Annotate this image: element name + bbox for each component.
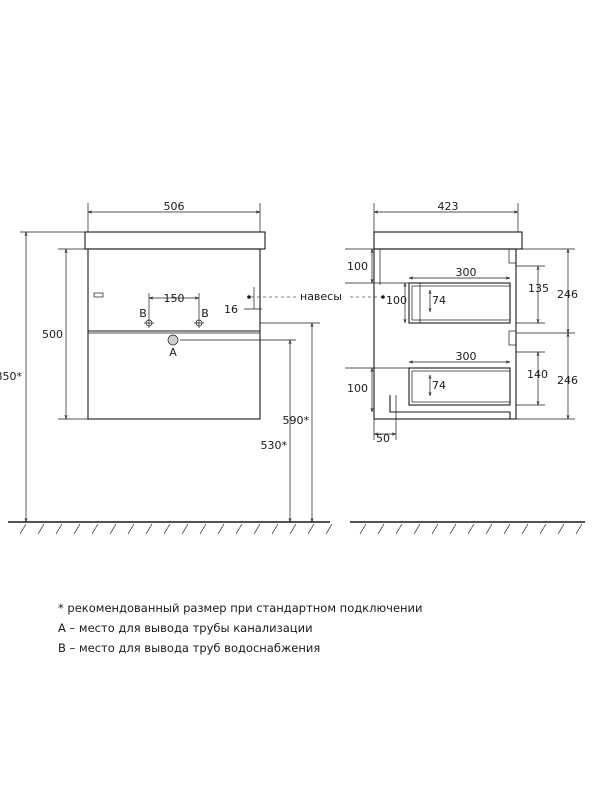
floor-hatch-mark bbox=[521, 523, 529, 535]
floor-hatch-mark bbox=[395, 523, 403, 535]
dim-upper-drawer-depth: 300 bbox=[456, 266, 477, 279]
dim-530: 530* bbox=[261, 439, 288, 452]
floor-hatch-mark bbox=[181, 523, 189, 535]
floor-hatch-mark bbox=[431, 523, 439, 535]
dim-lower-drawer-depth: 300 bbox=[456, 350, 477, 363]
floor-hatch-mark bbox=[73, 523, 81, 535]
dim-hinge-offset: 16 bbox=[224, 303, 238, 316]
pipe-a bbox=[167, 334, 179, 346]
floor-hatch-mark bbox=[359, 523, 367, 535]
floor-hatch-mark bbox=[235, 523, 243, 535]
floor-hatch-mark bbox=[413, 523, 421, 535]
dim-upper-drawer-offset: 100 bbox=[386, 294, 407, 307]
floor-hatch-mark bbox=[37, 523, 45, 535]
floor-hatch-mark bbox=[449, 523, 457, 535]
floor-hatch-mark bbox=[485, 523, 493, 535]
front-view: 506 500 850* 150 B B A 16 590* 530* bbox=[0, 200, 320, 522]
floor-hatch-mark bbox=[377, 523, 385, 535]
dim-pipe-spacing: 150 bbox=[164, 292, 185, 305]
floor-hatch-mark bbox=[145, 523, 153, 535]
label-b-right: B bbox=[201, 307, 209, 320]
floor-hatch-mark bbox=[109, 523, 117, 535]
dim-top-offset: 100 bbox=[347, 260, 368, 273]
floor-hatch-mark bbox=[557, 523, 565, 535]
dim-plinth: 50 bbox=[376, 432, 390, 445]
dim-width: 506 bbox=[164, 200, 185, 213]
floor-line bbox=[8, 521, 585, 535]
front-sink-top bbox=[84, 231, 266, 250]
dim-total-height: 850* bbox=[0, 370, 22, 383]
dim-depth: 423 bbox=[438, 200, 459, 213]
floor-hatch-mark bbox=[271, 523, 279, 535]
side-view: 74 74 423 100 100 300 300 100 bbox=[345, 200, 578, 445]
hinge-dot-front bbox=[247, 295, 251, 299]
floor-hatch-mark bbox=[503, 523, 511, 535]
floor-hatch-mark bbox=[325, 523, 333, 535]
lower-drawer-inner: 74 bbox=[432, 379, 446, 392]
upper-drawer bbox=[408, 282, 511, 324]
dim-upper-section: 246 bbox=[557, 288, 578, 301]
floor-hatch-mark bbox=[467, 523, 475, 535]
legend-note-a: А – место для вывода трубы канализации bbox=[58, 621, 313, 635]
floor-hatch-mark bbox=[289, 523, 297, 535]
dim-590: 590* bbox=[283, 414, 310, 427]
upper-drawer-inner: 74 bbox=[432, 294, 446, 307]
dim-lower-section: 246 bbox=[557, 374, 578, 387]
side-cabinet-body bbox=[373, 248, 517, 420]
front-hinge-mark bbox=[93, 292, 104, 298]
floor-hatch-mark bbox=[199, 523, 207, 535]
hinges-label: навесы bbox=[300, 290, 342, 303]
legend-note-b: В – место для вывода труб водоснабжения bbox=[58, 641, 321, 655]
floor-hatch-mark bbox=[307, 523, 315, 535]
floor-hatch-mark bbox=[217, 523, 225, 535]
lower-drawer bbox=[408, 367, 511, 406]
dim-height: 500 bbox=[42, 328, 63, 341]
floor-hatch-mark bbox=[163, 523, 171, 535]
legend-note-asterisk: * рекомендованный размер при стандартном… bbox=[58, 601, 423, 615]
front-cabinet-body bbox=[87, 248, 261, 420]
floor-hatch-mark bbox=[55, 523, 63, 535]
side-sink-top bbox=[373, 231, 523, 250]
dim-upper-drawer-height: 135 bbox=[528, 282, 549, 295]
floor-hatch-mark bbox=[575, 523, 583, 535]
label-b-left: B bbox=[139, 307, 147, 320]
floor-hatch-mark bbox=[539, 523, 547, 535]
floor-hatch-mark bbox=[253, 523, 261, 535]
dim-lower-drawer-offset: 100 bbox=[347, 382, 368, 395]
legend: * рекомендованный размер при стандартном… bbox=[58, 598, 578, 658]
floor-hatch-mark bbox=[127, 523, 135, 535]
label-a: A bbox=[169, 346, 177, 359]
dim-lower-drawer-height: 140 bbox=[527, 368, 548, 381]
floor-hatch-mark bbox=[91, 523, 99, 535]
floor-hatch-mark bbox=[19, 523, 27, 535]
hinge-dot-side bbox=[381, 295, 385, 299]
